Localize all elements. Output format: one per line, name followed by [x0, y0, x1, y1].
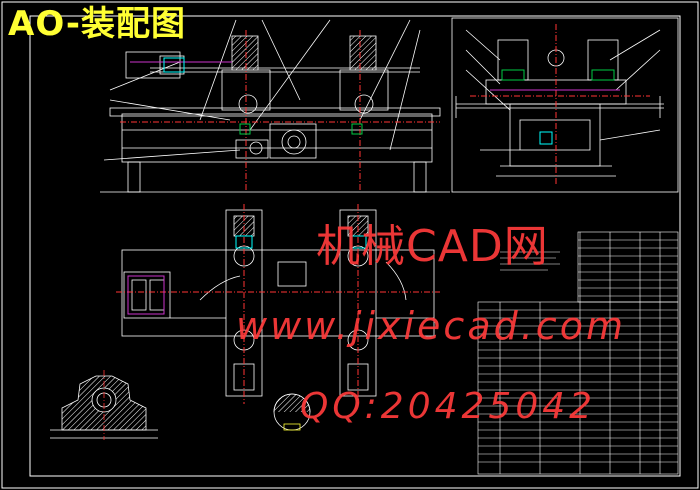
detail-view: [273, 393, 311, 431]
front-view: [100, 19, 450, 193]
parts-list-table: [477, 231, 679, 475]
side-view: [451, 17, 679, 193]
side-view-color-details: [470, 24, 650, 186]
watermark-url: www.jixiecad.com: [236, 304, 626, 348]
bearing-section: [50, 370, 158, 440]
watermark-site-name: 机械CAD网: [316, 221, 549, 272]
plan-view-color-details: [116, 204, 440, 404]
tech-notes: [500, 251, 560, 271]
watermark-qq: QQ:2042504​2: [300, 386, 597, 427]
sheet-inner-border: [29, 15, 681, 477]
drawing-title: AO-装配图: [8, 4, 186, 44]
front-view-color-details: [120, 30, 440, 190]
